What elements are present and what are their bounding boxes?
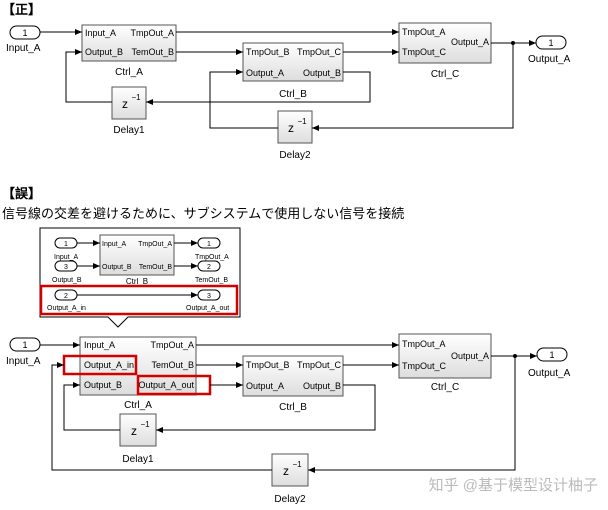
inset-block-in1: Input_A bbox=[102, 241, 126, 248]
ctrl-a-block[interactable] bbox=[81, 24, 177, 62]
outport-label: Output_A bbox=[528, 54, 571, 65]
subsystem-inset: 1 Input_A 3 Output_B Input_A Output_B Tm… bbox=[39, 227, 241, 328]
wire-delay1-to-ctrl-a bbox=[65, 49, 112, 103]
inset-callout bbox=[39, 227, 241, 328]
ctrl-a-in1: Input_A bbox=[85, 28, 116, 38]
bottom-wire-delay2-to-ctrl-a bbox=[51, 362, 272, 471]
bottom-delay1-exponent: −1 bbox=[140, 420, 150, 429]
bottom-delay1-block[interactable] bbox=[119, 413, 157, 447]
delay2-block[interactable] bbox=[277, 110, 313, 144]
correct-heading: 【正】 bbox=[2, 2, 41, 17]
bottom-ctrl-c-in2: TmpOut_C bbox=[402, 361, 447, 371]
inset-inport-3-num: 3 bbox=[64, 264, 68, 271]
delay1-name: Delay1 bbox=[113, 125, 145, 136]
bottom-ctrl-b-name: Ctrl_B bbox=[279, 402, 307, 413]
bottom-delay2-name: Delay2 bbox=[274, 494, 306, 505]
ctrl-c-name: Ctrl_C bbox=[431, 69, 459, 80]
delay1-exponent: −1 bbox=[131, 93, 141, 102]
wire-feedback-delay2 bbox=[312, 43, 514, 131]
wire-output-b-to-delay1 bbox=[146, 71, 371, 105]
wire-delay2-to-ctrl-b bbox=[209, 69, 278, 129]
ctrl-b-out1: TmpOut_C bbox=[297, 47, 342, 57]
inset-outport-1-num: 1 bbox=[207, 241, 211, 248]
bottom-ctrl-b-out2: Output_B bbox=[303, 381, 341, 391]
ctrl-c-block[interactable] bbox=[398, 22, 492, 64]
bottom-ctrl-c-name: Ctrl_C bbox=[431, 382, 459, 393]
ctrl-c-in2: TmpOut_C bbox=[402, 47, 447, 57]
wrong-caption: 信号線の交差を避けるために、サブシステムで使用しない信号を接続 bbox=[2, 206, 404, 221]
ctrl-a-name: Ctrl_A bbox=[115, 67, 143, 78]
bottom-ctrl-a-out2: TemOut_B bbox=[151, 360, 194, 370]
bottom-ctrl-a-in2: Output_A_in bbox=[84, 360, 134, 370]
bottom-ctrl-a-name: Ctrl_A bbox=[124, 400, 152, 411]
ctrl-c-out1: Output_A bbox=[451, 37, 489, 47]
delay1-symbol: z bbox=[122, 97, 128, 111]
bottom-ctrl-c-out1: Output_A bbox=[451, 351, 489, 361]
bottom-delay1-symbol: z bbox=[131, 424, 137, 438]
bottom-ctrl-a-in1: Input_A bbox=[84, 340, 115, 350]
bottom-inport-number: 1 bbox=[22, 340, 27, 350]
inset-block-name: Ctrl_B bbox=[126, 277, 148, 286]
ctrl-b-in1: TmpOut_B bbox=[246, 47, 290, 57]
delay2-exponent: −1 bbox=[297, 117, 307, 126]
ctrl-a-in2: Output_B bbox=[85, 47, 123, 57]
inset-inport-1-label: Input_A bbox=[54, 254, 78, 261]
ctrl-b-name: Ctrl_B bbox=[279, 89, 307, 100]
bottom-ctrl-a-out3: Output_A_out bbox=[138, 380, 194, 390]
ctrl-a-out2: TemOut_B bbox=[131, 47, 174, 57]
bottom-inport-label: Input_A bbox=[6, 356, 41, 367]
inport-number: 1 bbox=[22, 28, 27, 38]
bottom-diagram: 1 Input_A Input_A Output_A_in Output_B T… bbox=[6, 333, 571, 505]
bottom-outport-label: Output_A bbox=[528, 368, 571, 379]
inset-inport-2-label: Output_A_in bbox=[47, 305, 86, 312]
bottom-delay2-block[interactable] bbox=[271, 453, 309, 487]
inset-outport-2-num: 2 bbox=[207, 264, 211, 271]
bottom-ctrl-b-block[interactable] bbox=[242, 355, 344, 397]
bottom-delay1-name: Delay1 bbox=[122, 454, 154, 465]
inport-label: Input_A bbox=[6, 43, 41, 54]
inset-inport-1-num: 1 bbox=[64, 241, 68, 248]
inset-block-out1: TmpOut_A bbox=[138, 241, 172, 248]
bottom-ctrl-b-out1: TmpOut_C bbox=[297, 360, 342, 370]
ctrl-b-out2: Output_B bbox=[303, 68, 341, 78]
inset-outport-3-num: 3 bbox=[207, 293, 211, 300]
ctrl-c-in1: TmpOut_A bbox=[402, 27, 446, 37]
ctrl-a-out1: TmpOut_A bbox=[130, 28, 174, 38]
bottom-delay2-exponent: −1 bbox=[292, 460, 302, 469]
bottom-ctrl-b-in1: TmpOut_B bbox=[246, 360, 290, 370]
bottom-delay2-symbol: z bbox=[283, 464, 289, 478]
bottom-wire-output-b-to-delay1 bbox=[156, 384, 376, 433]
inset-outport-3-label: Output_A_out bbox=[186, 305, 229, 312]
bottom-ctrl-c-in1: TmpOut_A bbox=[402, 339, 446, 349]
inset-outport-1-label: TmpOut_A bbox=[195, 254, 229, 261]
watermark-text: 知乎 @基于模型设计柚子 bbox=[429, 477, 598, 494]
wrong-heading: 【誤】 bbox=[2, 186, 41, 201]
bottom-wire-feedback-delay2 bbox=[308, 356, 516, 473]
bottom-ctrl-a-out1: TmpOut_A bbox=[150, 340, 194, 350]
top-diagram: 1 Input_A Input_A Output_B TmpOut_A TemO… bbox=[6, 22, 571, 161]
bottom-wire-delay1-to-ctrl-a bbox=[63, 382, 120, 431]
ctrl-b-in2: Output_A bbox=[246, 68, 284, 78]
inset-block-in2: Output_B bbox=[102, 264, 132, 271]
inset-block[interactable] bbox=[99, 234, 175, 276]
outport-number: 1 bbox=[548, 38, 553, 48]
inset-outport-2-label: TemOut_B bbox=[195, 277, 228, 284]
delay2-name: Delay2 bbox=[279, 150, 311, 161]
inset-inport-3-label: Output_B bbox=[52, 277, 82, 284]
bottom-outport-output-a[interactable] bbox=[536, 347, 568, 362]
delay1-block[interactable] bbox=[111, 86, 147, 120]
inset-block-out2: TemOut_B bbox=[139, 264, 172, 271]
inset-inport-2-num: 2 bbox=[64, 293, 68, 300]
inset-passthrough-highlight bbox=[39, 284, 239, 316]
delay2-symbol: z bbox=[288, 121, 294, 135]
bottom-ctrl-a-in3: Output_B bbox=[84, 380, 122, 390]
ctrl-b-block[interactable] bbox=[242, 42, 344, 82]
bottom-outport-number: 1 bbox=[549, 350, 554, 360]
bottom-ctrl-b-in2: Output_A bbox=[246, 381, 284, 391]
